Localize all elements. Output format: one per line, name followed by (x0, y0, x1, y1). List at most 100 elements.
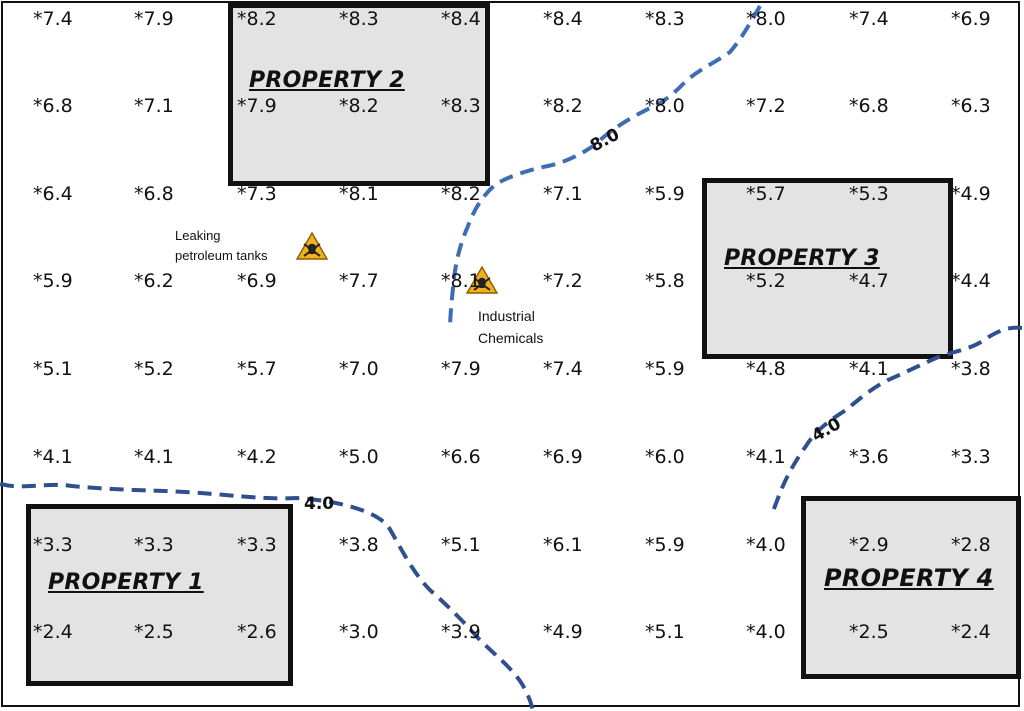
measurement-value: *7.9 (134, 8, 174, 30)
measurement-value: *6.9 (543, 446, 583, 468)
measurement-value: *8.3 (339, 8, 379, 30)
measurement-value: *5.9 (645, 534, 685, 556)
hazard-warning-icon[interactable] (465, 265, 499, 294)
measurement-value: *4.4 (951, 270, 991, 292)
measurement-value: *7.0 (339, 358, 379, 380)
measurement-value: *7.3 (237, 183, 277, 205)
measurement-value: *7.9 (237, 95, 277, 117)
measurement-value: *7.2 (746, 95, 786, 117)
property-2-box[interactable] (228, 3, 490, 186)
measurement-value: *4.0 (746, 534, 786, 556)
measurement-value: *8.3 (441, 95, 481, 117)
measurement-value: *5.1 (33, 358, 73, 380)
contour-line-4-left (0, 482, 535, 711)
contour-line-8 (448, 5, 762, 331)
property-3-label: PROPERTY 3 (724, 246, 880, 271)
measurement-value: *4.8 (746, 358, 786, 380)
measurement-value: *2.6 (237, 621, 277, 643)
measurement-value: *6.0 (645, 446, 685, 468)
measurement-value: *8.2 (441, 183, 481, 205)
measurement-value: *3.8 (951, 358, 991, 380)
measurement-value: *6.8 (849, 95, 889, 117)
measurement-value: *2.4 (951, 621, 991, 643)
measurement-value: *4.1 (746, 446, 786, 468)
measurement-value: *6.6 (441, 446, 481, 468)
measurement-value: *3.3 (951, 446, 991, 468)
measurement-value: *8.2 (237, 8, 277, 30)
hazard-label-petroleum-line2: petroleum tanks (175, 248, 268, 263)
measurement-value: *7.4 (543, 358, 583, 380)
measurement-value: *7.7 (339, 270, 379, 292)
measurement-value: *8.4 (441, 8, 481, 30)
measurement-value: *3.9 (441, 621, 481, 643)
measurement-value: *7.4 (33, 8, 73, 30)
measurement-value: *5.1 (645, 621, 685, 643)
measurement-value: *8.3 (645, 8, 685, 30)
measurement-value: *2.5 (849, 621, 889, 643)
measurement-value: *5.0 (339, 446, 379, 468)
hazard-label-chemicals-line2: Chemicals (478, 330, 544, 346)
contour-label-4-right: 4.0 (809, 414, 845, 446)
property-3-box[interactable] (702, 178, 953, 359)
measurement-value: *5.2 (134, 358, 174, 380)
measurement-value: *4.9 (543, 621, 583, 643)
property-1-label: PROPERTY 1 (48, 570, 204, 595)
property-4-label: PROPERTY 4 (824, 564, 994, 592)
measurement-value: *2.8 (951, 534, 991, 556)
measurement-value: *6.8 (33, 95, 73, 117)
measurement-value: *5.7 (746, 183, 786, 205)
contour-label-8: 8.0 (587, 125, 623, 157)
measurement-value: *6.8 (134, 183, 174, 205)
property-4-box[interactable] (801, 496, 1021, 679)
measurement-value: *3.3 (237, 534, 277, 556)
measurement-value: *4.1 (849, 358, 889, 380)
contour-label-4-left: 4.0 (304, 494, 334, 514)
measurement-value: *7.4 (849, 8, 889, 30)
measurement-value: *5.7 (237, 358, 277, 380)
measurement-value: *7.1 (543, 183, 583, 205)
hazard-warning-icon[interactable] (295, 231, 329, 260)
property-2-label: PROPERTY 2 (249, 68, 405, 93)
measurement-value: *3.0 (339, 621, 379, 643)
measurement-value: *4.0 (746, 621, 786, 643)
property-1-box[interactable] (26, 504, 293, 686)
measurement-value: *7.9 (441, 358, 481, 380)
measurement-value: *3.3 (134, 534, 174, 556)
measurement-value: *2.9 (849, 534, 889, 556)
measurement-value: *8.2 (339, 95, 379, 117)
measurement-value: *8.2 (543, 95, 583, 117)
measurement-value: *5.9 (645, 183, 685, 205)
measurement-value: *3.8 (339, 534, 379, 556)
measurement-value: *5.2 (746, 270, 786, 292)
measurement-value: *8.0 (746, 8, 786, 30)
measurement-value: *4.1 (134, 446, 174, 468)
measurement-value: *6.2 (134, 270, 174, 292)
measurement-value: *5.8 (645, 270, 685, 292)
measurement-value: *8.1 (339, 183, 379, 205)
measurement-value: *4.9 (951, 183, 991, 205)
measurement-value: *5.9 (33, 270, 73, 292)
contour-line-4-right (770, 325, 1023, 515)
measurement-value: *6.9 (237, 270, 277, 292)
measurement-value: *8.4 (543, 8, 583, 30)
measurement-value: *6.1 (543, 534, 583, 556)
measurement-value: *8.0 (645, 95, 685, 117)
measurement-value: *5.3 (849, 183, 889, 205)
measurement-value: *7.1 (134, 95, 174, 117)
measurement-value: *2.5 (134, 621, 174, 643)
measurement-value: *5.9 (645, 358, 685, 380)
measurement-value: *2.4 (33, 621, 73, 643)
measurement-value: *6.4 (33, 183, 73, 205)
measurement-value: *3.6 (849, 446, 889, 468)
measurement-value: *7.2 (543, 270, 583, 292)
hazard-label-petroleum-line1: Leaking (175, 228, 221, 243)
measurement-value: *6.3 (951, 95, 991, 117)
measurement-value: *8.1 (441, 270, 481, 292)
measurement-value: *6.9 (951, 8, 991, 30)
measurement-value: *5.1 (441, 534, 481, 556)
measurement-value: *4.7 (849, 270, 889, 292)
hazard-label-chemicals-line1: Industrial (478, 308, 535, 324)
